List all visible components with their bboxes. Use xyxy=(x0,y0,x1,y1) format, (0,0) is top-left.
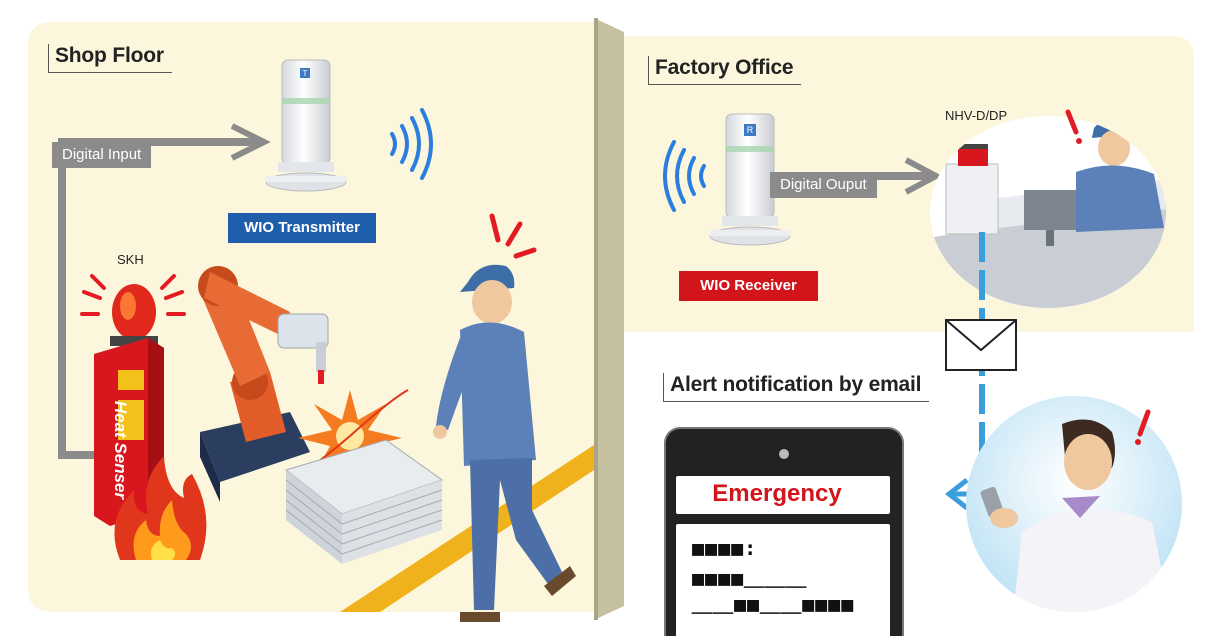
office-scene-circle xyxy=(930,109,1166,308)
email-body-box xyxy=(676,524,890,636)
email-subject-box xyxy=(676,476,890,514)
robot-arm xyxy=(198,266,329,502)
svg-text:R: R xyxy=(747,125,754,135)
beacon-alert-rays xyxy=(80,274,186,316)
wio-receiver-device: R xyxy=(709,113,791,246)
fire-icon xyxy=(114,456,207,560)
svg-text:T: T xyxy=(303,69,308,78)
exclamation-icon xyxy=(489,213,537,259)
arrow-icon xyxy=(230,123,271,161)
wall-divider xyxy=(594,18,624,620)
exclamation-icon xyxy=(1137,409,1151,437)
alert-title: Alert notification by email xyxy=(663,373,930,402)
mobile-user-circle xyxy=(966,396,1182,612)
sheet-stack xyxy=(284,439,444,564)
email-body-line: ■■■■: xyxy=(692,536,758,560)
beacon-label: SKH xyxy=(117,252,144,267)
radio-waves-icon xyxy=(390,108,433,180)
email-body-line: ■■■■＿＿＿ xyxy=(692,566,808,590)
arrow-icon xyxy=(904,157,943,195)
digital-input-line xyxy=(58,123,271,459)
email-body-line: ＿＿■■＿＿■■■■ xyxy=(692,592,855,616)
beacon-light-icon xyxy=(110,284,158,346)
radio-waves-icon xyxy=(663,140,706,212)
wio-transmitter-label: WIO Transmitter xyxy=(228,213,376,243)
nhv-device-label: NHV-D/DP xyxy=(945,108,1008,123)
shop-floor-title: Shop Floor xyxy=(48,44,172,73)
exclamation-icon xyxy=(1065,109,1079,135)
digital-input-tag: Digital Input xyxy=(52,142,152,168)
wio-transmitter-device: T xyxy=(265,59,347,192)
shop-floor-worker xyxy=(433,213,576,622)
digital-output-tag: Digital Ouput xyxy=(770,172,877,198)
envelope-icon xyxy=(945,319,1017,371)
factory-office-title: Factory Office xyxy=(648,56,802,85)
wio-receiver-label: WIO Receiver xyxy=(679,271,818,301)
email-subject: Emergency xyxy=(712,480,842,507)
camera-dot xyxy=(779,449,789,459)
